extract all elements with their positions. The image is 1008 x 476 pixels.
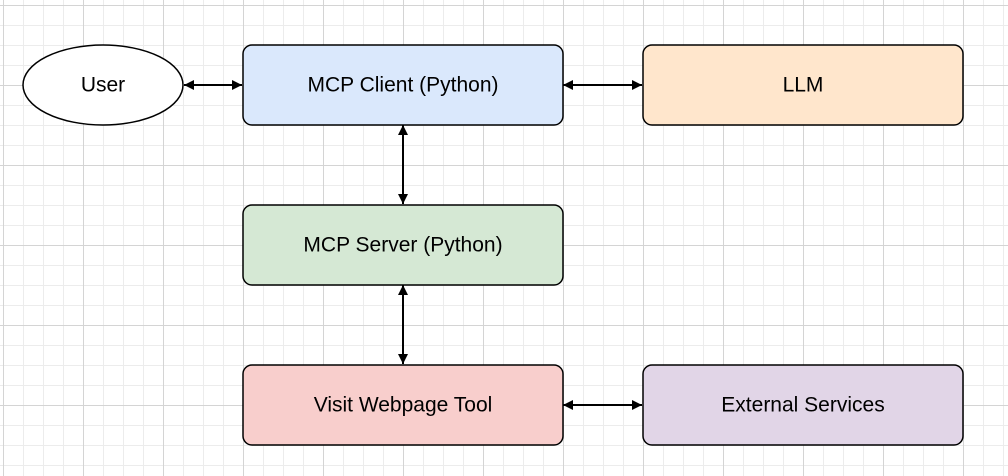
node-user[interactable]: User [22, 44, 184, 126]
visit-webpage-tool-box [242, 364, 564, 446]
user-ellipse [22, 44, 184, 126]
external-services-box [642, 364, 964, 446]
llm-label: LLM [783, 74, 824, 97]
node-mcp-client[interactable]: MCP Client (Python) [242, 44, 564, 126]
mcp-server-label: MCP Server (Python) [303, 234, 502, 257]
mcp-client-box [242, 44, 564, 126]
node-visit-webpage-tool[interactable]: Visit Webpage Tool [242, 364, 564, 446]
llm-box [642, 44, 964, 126]
node-llm[interactable]: LLM [642, 44, 964, 126]
visit-webpage-tool-label: Visit Webpage Tool [314, 394, 493, 417]
user-label: User [81, 74, 125, 97]
external-services-label: External Services [721, 394, 884, 417]
node-mcp-server[interactable]: MCP Server (Python) [242, 204, 564, 286]
mcp-server-box [242, 204, 564, 286]
node-external-services[interactable]: External Services [642, 364, 964, 446]
mcp-client-label: MCP Client (Python) [307, 74, 498, 97]
connectors [184, 80, 642, 410]
